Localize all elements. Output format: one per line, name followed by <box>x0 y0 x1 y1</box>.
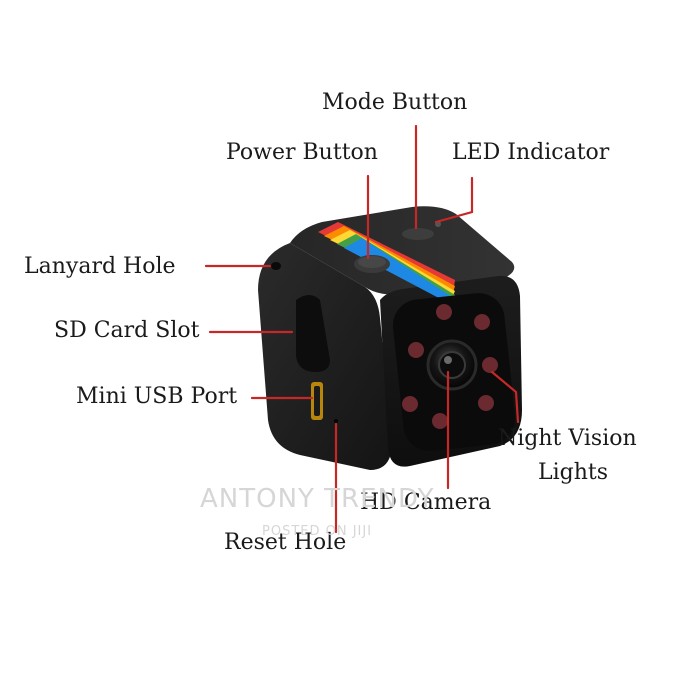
label-night-vision-line2: Lights <box>538 460 609 485</box>
label-mini-usb-port: Mini USB Port <box>76 384 238 409</box>
label-reset-hole: Reset Hole <box>224 530 347 555</box>
usb-port-inner <box>314 386 320 416</box>
label-sd-card-slot: SD Card Slot <box>54 318 200 343</box>
mode-button-shape <box>402 228 434 240</box>
lanyard-hole-shape <box>271 262 281 270</box>
sd-card-slot-shape <box>296 295 330 372</box>
label-lanyard-hole: Lanyard Hole <box>24 254 176 279</box>
label-mode-button: Mode Button <box>322 90 468 115</box>
label-led-indicator: LED Indicator <box>452 140 610 165</box>
hd-camera-lens <box>426 339 478 391</box>
label-power-button: Power Button <box>226 140 378 165</box>
pointer-night <box>490 370 520 424</box>
power-button-highlight <box>358 256 386 268</box>
label-hd-camera: HD Camera <box>360 490 492 515</box>
label-night-vision-line1: Night Vision <box>498 426 637 451</box>
pointer-led <box>434 176 474 224</box>
reset-hole-shape <box>334 419 338 423</box>
ir-led-group <box>402 304 498 429</box>
pointer-lines <box>204 124 520 534</box>
